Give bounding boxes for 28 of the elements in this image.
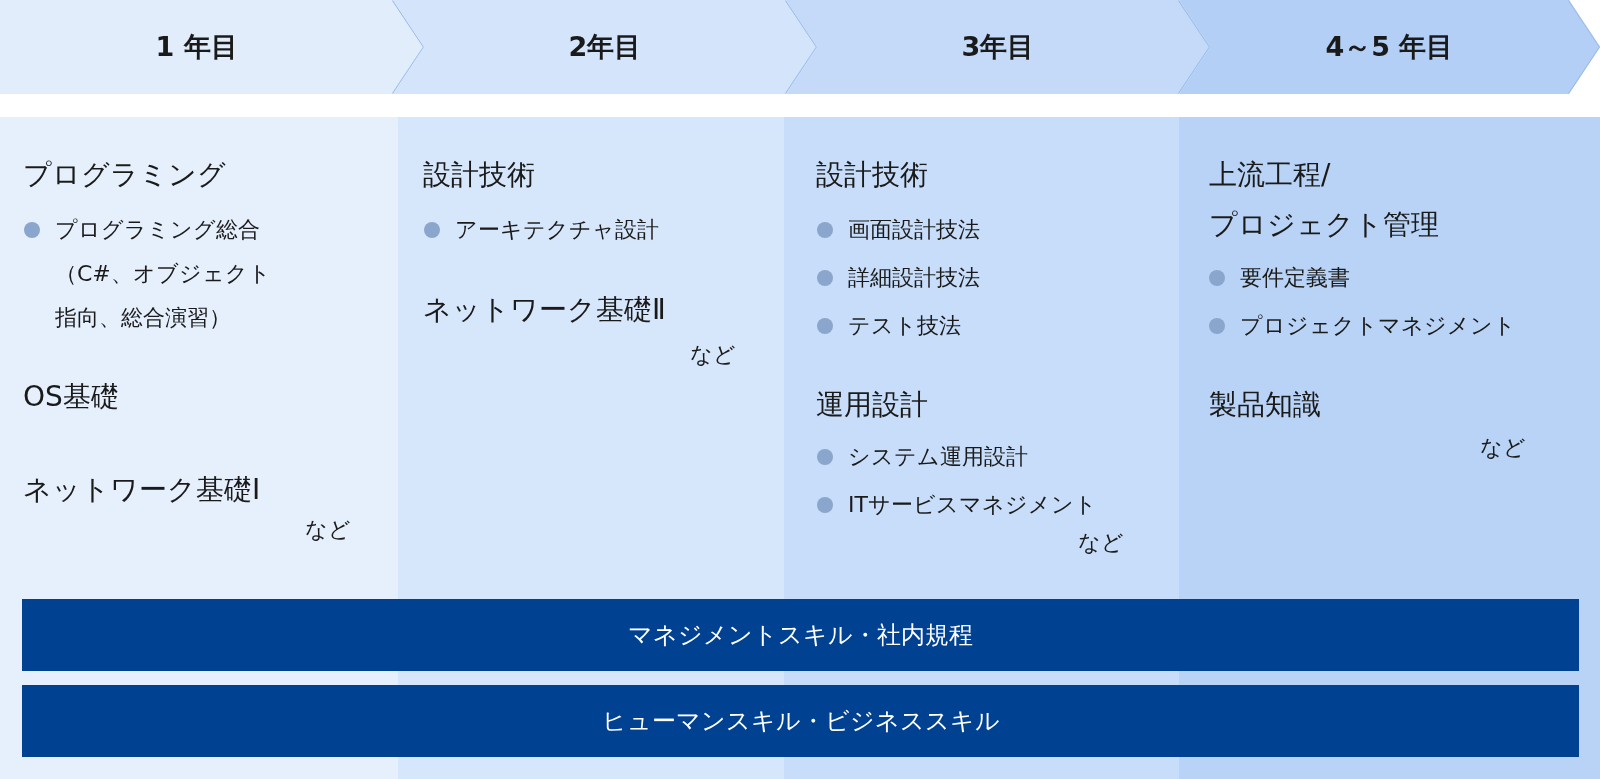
section-heading: OS基礎 xyxy=(23,379,119,415)
section-heading: 運用設計 xyxy=(816,387,928,423)
list-item: 詳細設計技法 xyxy=(848,264,980,292)
list-item: 画面設計技法 xyxy=(848,216,980,244)
year-header: 4～5 年目 xyxy=(1179,0,1600,94)
list-item: テスト技法 xyxy=(848,312,961,340)
year-header: 1 年目 xyxy=(0,0,424,94)
list-item: プロジェクトマネジメント xyxy=(1240,312,1516,340)
section-heading: ネットワーク基礎Ⅰ xyxy=(23,472,261,508)
etc-note: など xyxy=(1480,434,1526,462)
section-heading: 設計技術 xyxy=(423,157,535,193)
skill-band: マネジメントスキル・社内規程 xyxy=(22,599,1579,671)
section-heading: 製品知識 xyxy=(1209,387,1321,423)
section-heading: プログラミング xyxy=(23,157,226,193)
skill-band: ヒューマンスキル・ビジネススキル xyxy=(22,685,1579,757)
list-item: アーキテクチャ設計 xyxy=(455,216,659,244)
etc-note: など xyxy=(690,341,736,369)
section-heading: ネットワーク基礎Ⅱ xyxy=(423,292,666,328)
list-item: システム運用設計 xyxy=(848,443,1028,471)
etc-note: など xyxy=(305,516,351,544)
year-header: 2年目 xyxy=(393,0,817,94)
list-item: プログラミング総合（C#、オブジェクト指向、総合演習） xyxy=(55,216,272,332)
list-item: ITサービスマネジメント xyxy=(848,491,1097,519)
etc-note: など xyxy=(1078,529,1124,557)
section-heading: 設計技術 xyxy=(816,157,928,193)
list-item: 要件定義書 xyxy=(1240,264,1350,292)
section-heading: 上流工程/プロジェクト管理 xyxy=(1209,157,1440,243)
year-header: 3年目 xyxy=(786,0,1210,94)
